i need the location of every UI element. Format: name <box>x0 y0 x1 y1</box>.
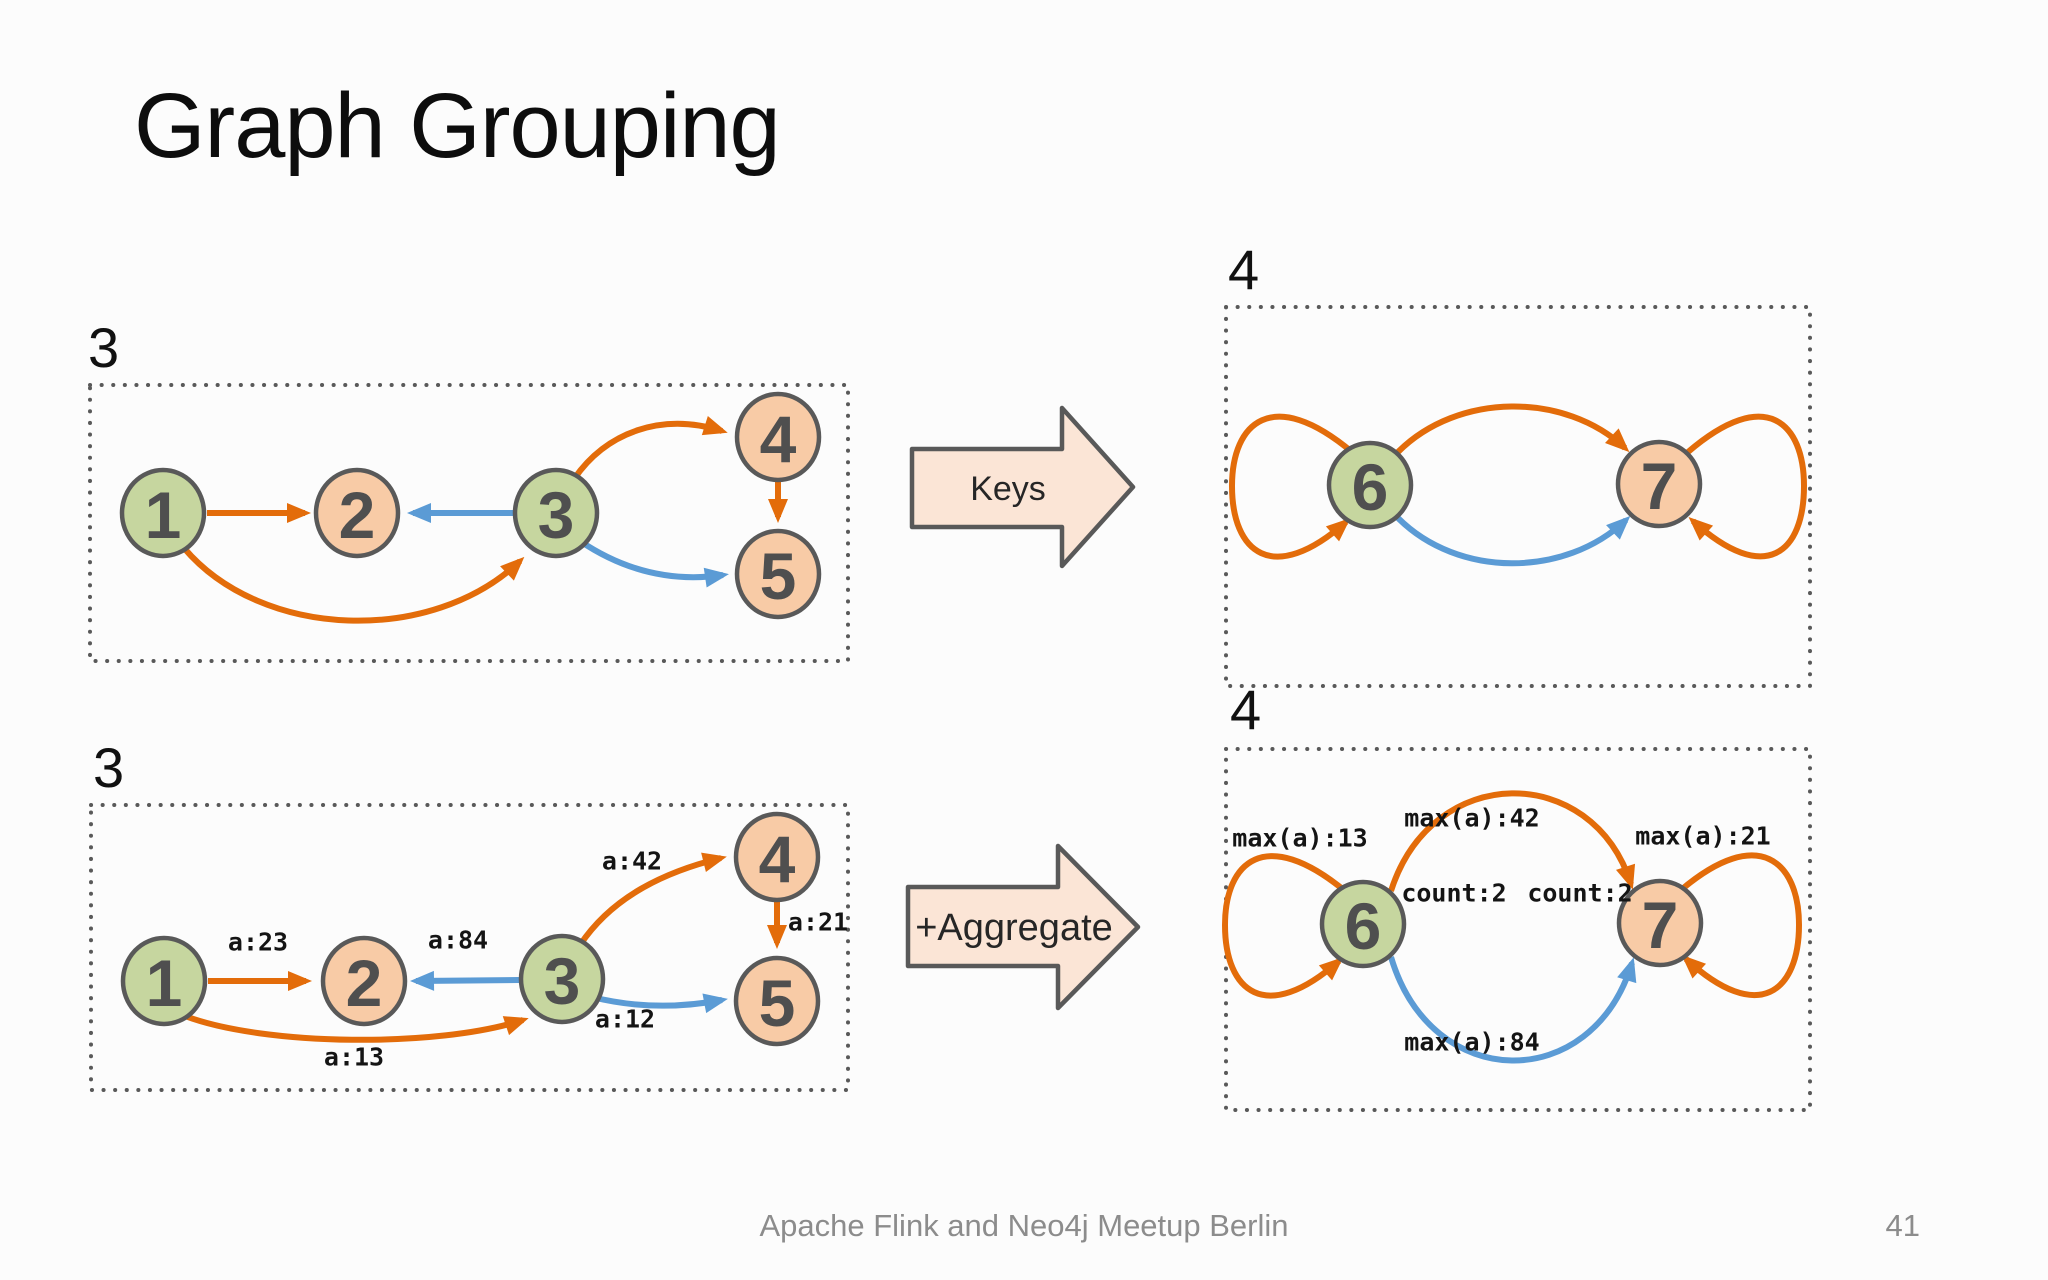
node-7 <box>1615 439 1703 529</box>
node-5 <box>734 528 822 620</box>
edge-label-max42: max(a):42 <box>1404 803 1540 833</box>
group-count-top-input: 3 <box>88 316 120 379</box>
edge-6-7-top-agg <box>1388 790 1636 892</box>
group-box-bottom-output <box>1224 747 1812 1112</box>
node-4-labeled <box>733 811 821 903</box>
node-label-1: 1 <box>144 478 182 552</box>
edge-6-7-top <box>1395 403 1630 455</box>
node-1 <box>119 467 207 559</box>
edge-label-a13: a:13 <box>323 1042 385 1072</box>
node-label-3-b: 3 <box>543 944 581 1018</box>
node-5-labeled <box>733 955 821 1047</box>
node-label-1-b: 1 <box>145 946 183 1020</box>
node-label-6-b: 6 <box>1344 889 1382 963</box>
edge-3-5-labeled <box>591 993 728 1014</box>
group-count-top-output: 4 <box>1228 238 1260 301</box>
edge-label-a42: a:42 <box>601 846 663 876</box>
node-2-labeled <box>320 935 408 1027</box>
node-label-4: 4 <box>759 402 797 476</box>
edge-label-max13: max(a):13 <box>1232 823 1368 853</box>
edge-7-self-agg <box>1679 852 1803 998</box>
vertex-label-count-6: count:2 <box>1401 878 1507 908</box>
node-label-2-b: 2 <box>345 946 383 1020</box>
page-title: Graph Grouping <box>134 75 781 177</box>
vertex-label-count-7: count:2 <box>1527 878 1633 908</box>
edge-3-4-labeled <box>577 852 727 947</box>
edge-6-7-bottom <box>1395 515 1631 567</box>
node-label-7: 7 <box>1640 449 1678 523</box>
edge-label-a23: a:23 <box>227 927 289 957</box>
edge-1-3 <box>181 546 525 624</box>
node-7-agg <box>1616 878 1704 968</box>
node-1-labeled <box>120 935 208 1027</box>
node-label-7-b: 7 <box>1641 888 1679 962</box>
node-label-4-b: 4 <box>758 822 796 896</box>
aggregate-block-arrow <box>905 843 1141 1011</box>
node-4 <box>734 391 822 483</box>
node-6 <box>1326 440 1414 530</box>
edge-label-a12: a:12 <box>594 1004 656 1034</box>
node-label-5-b: 5 <box>758 966 796 1040</box>
edge-label-max84: max(a):84 <box>1404 1027 1540 1057</box>
keys-block-arrow <box>909 405 1136 569</box>
edge-label-max21: max(a):21 <box>1635 821 1771 851</box>
node-6-agg <box>1319 879 1407 969</box>
group-box-top-output <box>1224 305 1812 688</box>
edge-label-a21: a:21 <box>787 907 849 937</box>
node-label-5: 5 <box>759 539 797 613</box>
node-3-labeled <box>518 933 606 1025</box>
node-label-2: 2 <box>338 478 376 552</box>
edge-label-a84: a:84 <box>427 925 489 955</box>
aggregate-arrow-label: +Aggregate <box>915 907 1113 949</box>
page-number: 41 <box>1885 1208 1920 1243</box>
keys-arrow-label: Keys <box>970 470 1046 508</box>
edge-6-self-agg <box>1221 853 1347 999</box>
edge-3-4 <box>571 416 728 481</box>
node-3 <box>512 467 600 559</box>
edge-7-self <box>1686 413 1808 560</box>
node-2 <box>313 467 401 559</box>
edge-1-3-labeled <box>183 1013 529 1043</box>
edge-6-self <box>1228 413 1354 560</box>
edge-3-2-labeled <box>410 970 520 991</box>
footer-text: Apache Flink and Neo4j Meetup Berlin <box>759 1208 1289 1243</box>
group-count-bottom-output: 4 <box>1230 678 1262 741</box>
group-count-bottom-input: 3 <box>93 736 125 799</box>
edge-6-7-bottom-agg <box>1388 956 1637 1064</box>
edge-3-5 <box>578 538 729 588</box>
node-label-6: 6 <box>1351 450 1389 524</box>
node-label-3: 3 <box>537 478 575 552</box>
